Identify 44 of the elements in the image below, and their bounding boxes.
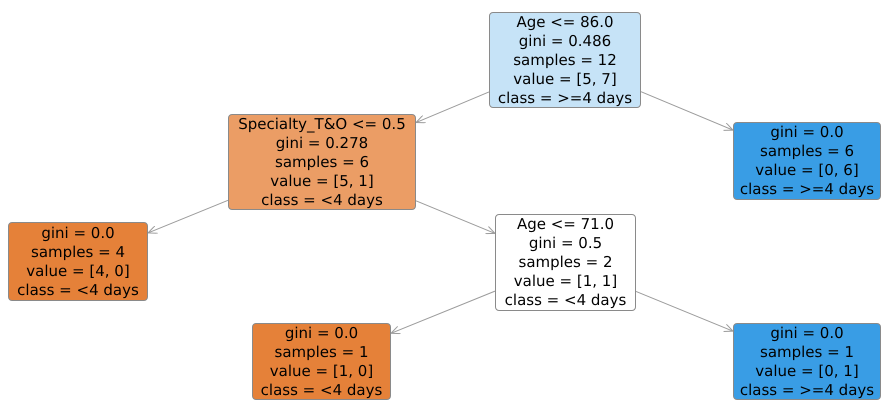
arrow — [640, 91, 734, 131]
tree-node-box — [252, 323, 391, 400]
node-text: gini = 0.0 — [770, 123, 844, 142]
node-text: gini = 0.278 — [276, 134, 368, 152]
node-text: gini = 0.0 — [284, 324, 358, 342]
node-text: samples = 12 — [513, 50, 617, 70]
node-text: gini = 0.0 — [770, 324, 844, 342]
node-text: value = [0, 6] — [755, 161, 859, 180]
tree-node-box — [495, 214, 636, 311]
tree-node-box — [8, 222, 148, 301]
node-text: value = [1, 0] — [270, 362, 374, 380]
arrow — [416, 91, 490, 124]
node-text: Age <= 86.0 — [516, 12, 614, 32]
node-text: Specialty_T&O <= 0.5 — [238, 114, 406, 134]
node-text: value = [4, 0] — [26, 262, 130, 280]
node-text: class = <4 days — [17, 280, 139, 300]
node-text: value = [1, 1] — [514, 272, 618, 291]
node-text: value = [5, 7] — [513, 70, 617, 88]
node-text: class = >=4 days — [740, 380, 874, 400]
node-text: class = <4 days — [261, 190, 383, 210]
tree-node-box — [228, 114, 416, 210]
node-text: gini = 0.486 — [518, 32, 612, 50]
node-text: class = >=4 days — [740, 180, 874, 199]
node-text: samples = 1 — [760, 342, 854, 362]
arrow — [148, 200, 228, 234]
node-text: samples = 2 — [518, 253, 612, 272]
node-text: gini = 0.0 — [41, 224, 115, 242]
arrow — [636, 290, 734, 332]
node-text: samples = 6 — [275, 152, 369, 172]
node-text: Age <= 71.0 — [516, 215, 614, 234]
node-text: value = [0, 1] — [755, 362, 859, 380]
node-text: class = >=4 days — [498, 88, 632, 108]
tree-node-box — [733, 323, 881, 400]
node-text: value = [5, 1] — [270, 172, 374, 190]
tree-node-box — [489, 12, 641, 108]
node-text: samples = 4 — [31, 242, 125, 262]
arrow — [416, 200, 496, 234]
node-text: gini = 0.5 — [528, 234, 602, 253]
node-text: class = <4 days — [260, 380, 382, 400]
node-text: samples = 6 — [760, 142, 854, 161]
node-text: class = <4 days — [504, 291, 626, 310]
tree-node-box — [733, 122, 881, 200]
node-text: samples = 1 — [274, 342, 368, 362]
arrow — [390, 290, 496, 334]
